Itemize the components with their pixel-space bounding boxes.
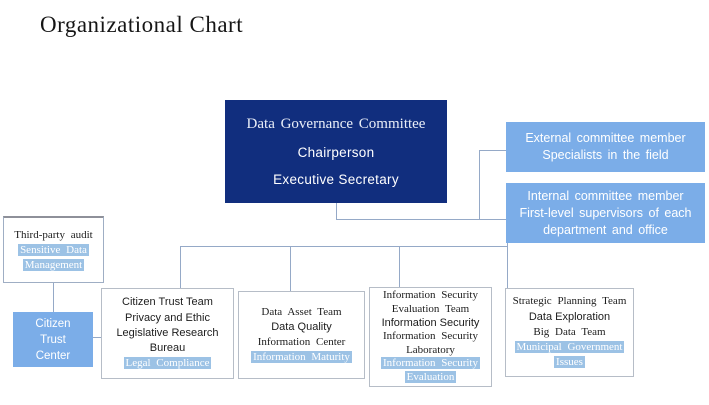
page-title: Organizational Chart [40,12,244,37]
team-line: Big Data Team [533,325,606,338]
external-member-line: External committee member [525,131,686,145]
information-security-evaluation-highlight: Evaluation [404,370,457,383]
data-governance-committee-box: Data Governance Committee Chairperson Ex… [225,100,447,203]
municipal-government-issues-highlight: Municipal Government [514,341,625,354]
team-line: Citizen Trust Team [122,296,213,309]
connector-drop-infosec-team [399,246,400,287]
citizen-trust-center-box: Citizen Trust Center [13,312,93,367]
strategic-planning-team-box: Strategic Planning Team Data Exploration… [505,288,634,377]
municipal-government-issues-highlight: Issues [554,356,585,369]
internal-member-line: department and office [543,222,668,237]
citizen-trust-team-box: Citizen Trust Team Privacy and Ethic Leg… [101,288,234,379]
team-line: Information Center [257,336,346,348]
committee-title: Data Governance Committee [246,116,426,132]
team-line: Strategic Planning Team [512,295,627,308]
external-member-line: Specialists in the field [542,148,669,162]
connector-right-branch [479,150,480,220]
team-line: Legislative Research [116,326,219,339]
team-line: Evaluation Team [391,303,470,316]
team-line: Data Quality [271,320,332,333]
internal-member-line: Internal committee member [527,188,684,203]
team-line: Data Exploration [528,310,611,323]
team-line: Privacy and Ethic [125,311,210,324]
external-committee-member-box: External committee member Specialists in… [506,122,705,172]
connector-to-internal-member [336,219,506,220]
legal-compliance-highlight: Legal Compliance [123,357,212,370]
connector-citizen-center-to-team [93,337,101,338]
citizen-center-line: Center [35,349,71,362]
internal-committee-member-box: Internal committee member First-level su… [506,183,705,243]
connector-drop-data-asset-team [290,246,291,291]
connector-to-external-member [479,150,506,151]
information-security-evaluation-team-box: Information Security Evaluation Team Inf… [369,287,492,387]
internal-member-line: First-level supervisors of each [519,205,692,220]
team-line: Information Security [383,289,478,302]
connector-drop-strategic-team [507,243,508,288]
committee-chairperson: Chairperson [297,145,375,160]
third-party-audit-box: Third-party audit Sensitive Data Managem… [3,216,104,283]
connector-drop-citizen-trust-team [180,246,181,288]
connector-teams-horizontal [180,246,508,247]
citizen-center-line: Citizen [35,317,71,330]
connector-committee-down [336,203,337,220]
sensitive-data-highlight: Management [22,258,85,271]
sensitive-data-highlight: Sensitive Data [18,243,89,256]
citizen-center-line: Trust [40,333,66,346]
team-line: Bureau [149,342,186,355]
information-security-evaluation-highlight: Information Security [381,357,480,370]
team-line: Information Security [381,316,480,329]
data-asset-team-box: Data Asset Team Data Quality Information… [238,291,365,379]
third-party-audit-label: Third-party audit [14,228,93,241]
team-line: Information Security [383,330,478,343]
committee-executive-secretary: Executive Secretary [273,172,399,187]
team-line: Laboratory [406,343,455,356]
team-line: Data Asset Team [261,305,342,318]
connector-thirdparty-to-citizen-center [53,283,54,312]
information-maturity-highlight: Information Maturity [251,351,352,364]
